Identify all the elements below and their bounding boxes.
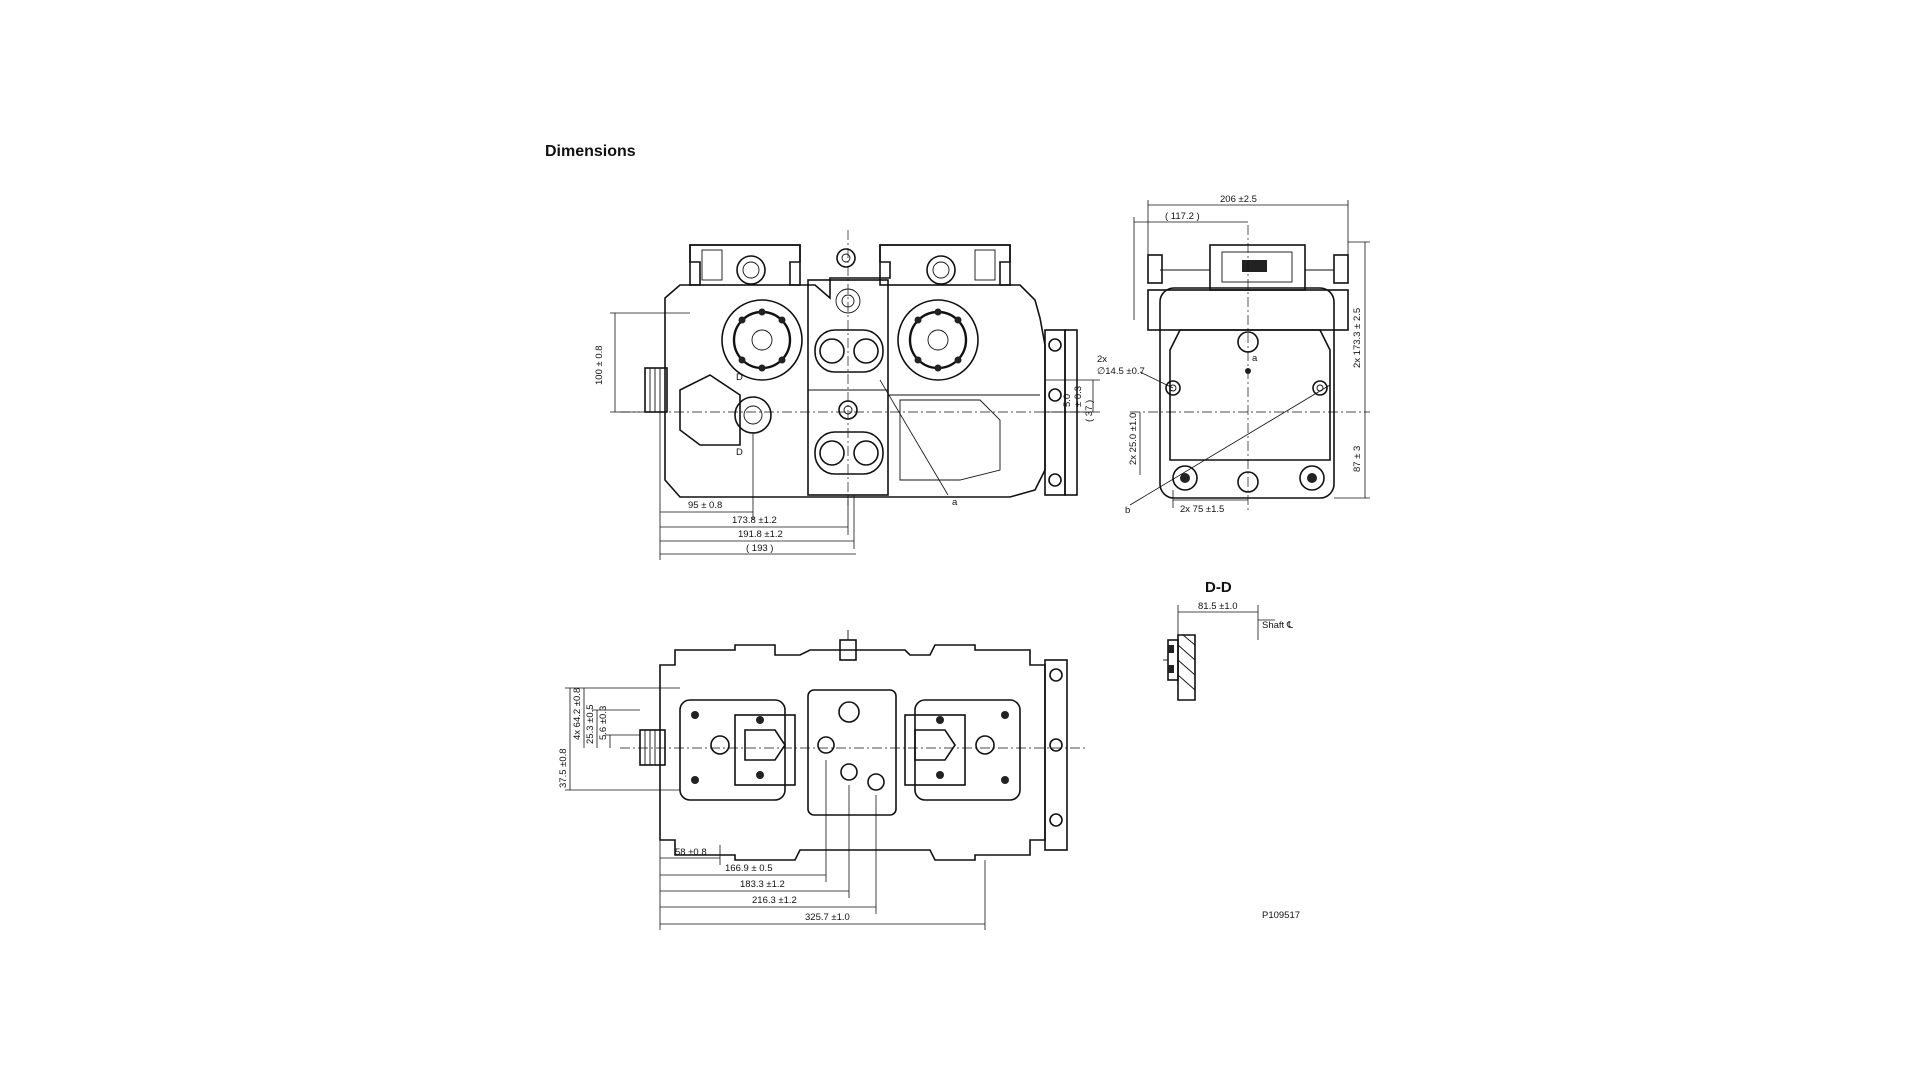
dim-5-0: 5.0 — [1062, 394, 1073, 407]
dim-5-0-tol: ± 0.3 — [1073, 386, 1084, 407]
callout-a: a — [952, 497, 958, 508]
section-label: D-D — [1205, 579, 1232, 596]
dim-87: 87 ± 3 — [1352, 446, 1363, 472]
dim-37: ( 37 ) — [1084, 400, 1095, 422]
shaft-centerline-label: Shaft ℄ — [1262, 620, 1294, 631]
callout-d-upper: D — [736, 372, 743, 383]
dim-hole-dia: ∅14.5 ±0.7 — [1097, 366, 1145, 377]
page-title: Dimensions — [545, 143, 636, 160]
dim-166-9: 166.9 ± 0.5 — [725, 863, 772, 874]
dim-58: 58 ±0.8 — [675, 847, 707, 858]
dim-75: 2x 75 ±1.5 — [1180, 504, 1224, 515]
callout-b-side: b — [1125, 505, 1130, 516]
dim-5-6: 5.6 ±0.3 — [598, 706, 609, 740]
dim-325-7: 325.7 ±1.0 — [805, 912, 850, 923]
dim-25-0: 2x 25.0 ±1.0 — [1128, 413, 1139, 465]
dim-206: 206 ±2.5 — [1220, 194, 1257, 205]
dim-117-2: ( 117.2 ) — [1165, 211, 1200, 222]
dim-216-3: 216.3 ±1.2 — [752, 895, 797, 906]
dim-95: 95 ± 0.8 — [688, 500, 722, 511]
dim-173-3: 2x 173.3 ± 2.5 — [1352, 308, 1363, 368]
dim-183-3: 183.3 ±1.2 — [740, 879, 785, 890]
dim-173-8: 173.8 ±1.2 — [732, 515, 777, 526]
dim-193: ( 193 ) — [746, 543, 773, 554]
bottom-view: 37.5 ±0.8 4x 64.2 ±0.8 25.3 ±0.5 5.6 ±0.… — [558, 630, 1085, 930]
callout-a-side: a — [1252, 353, 1258, 364]
front-view: a D D 100 ± 0.8 95 ± 0.8 173.8 ±1.2 191.… — [594, 230, 1100, 560]
section-view: D-D 81.5 ±1.0 Shaft ℄ — [1163, 579, 1294, 701]
dim-2x-hole: 2x — [1097, 354, 1107, 365]
dim-100: 100 ± 0.8 — [594, 345, 605, 385]
dim-37-5: 37.5 ±0.8 — [558, 748, 569, 788]
figure-id: P109517 — [1262, 910, 1300, 921]
dim-191-8: 191.8 ±1.2 — [738, 529, 783, 540]
dim-25-3: 25.3 ±0.5 — [585, 704, 596, 744]
dim-81-5: 81.5 ±1.0 — [1198, 601, 1238, 612]
callout-d-lower: D — [736, 447, 743, 458]
side-view: 206 ±2.5 ( 117.2 ) 2x ∅14.5 ±0.7 2x 173.… — [1097, 194, 1370, 516]
dim-64-2: 4x 64.2 ±0.8 — [572, 688, 583, 740]
